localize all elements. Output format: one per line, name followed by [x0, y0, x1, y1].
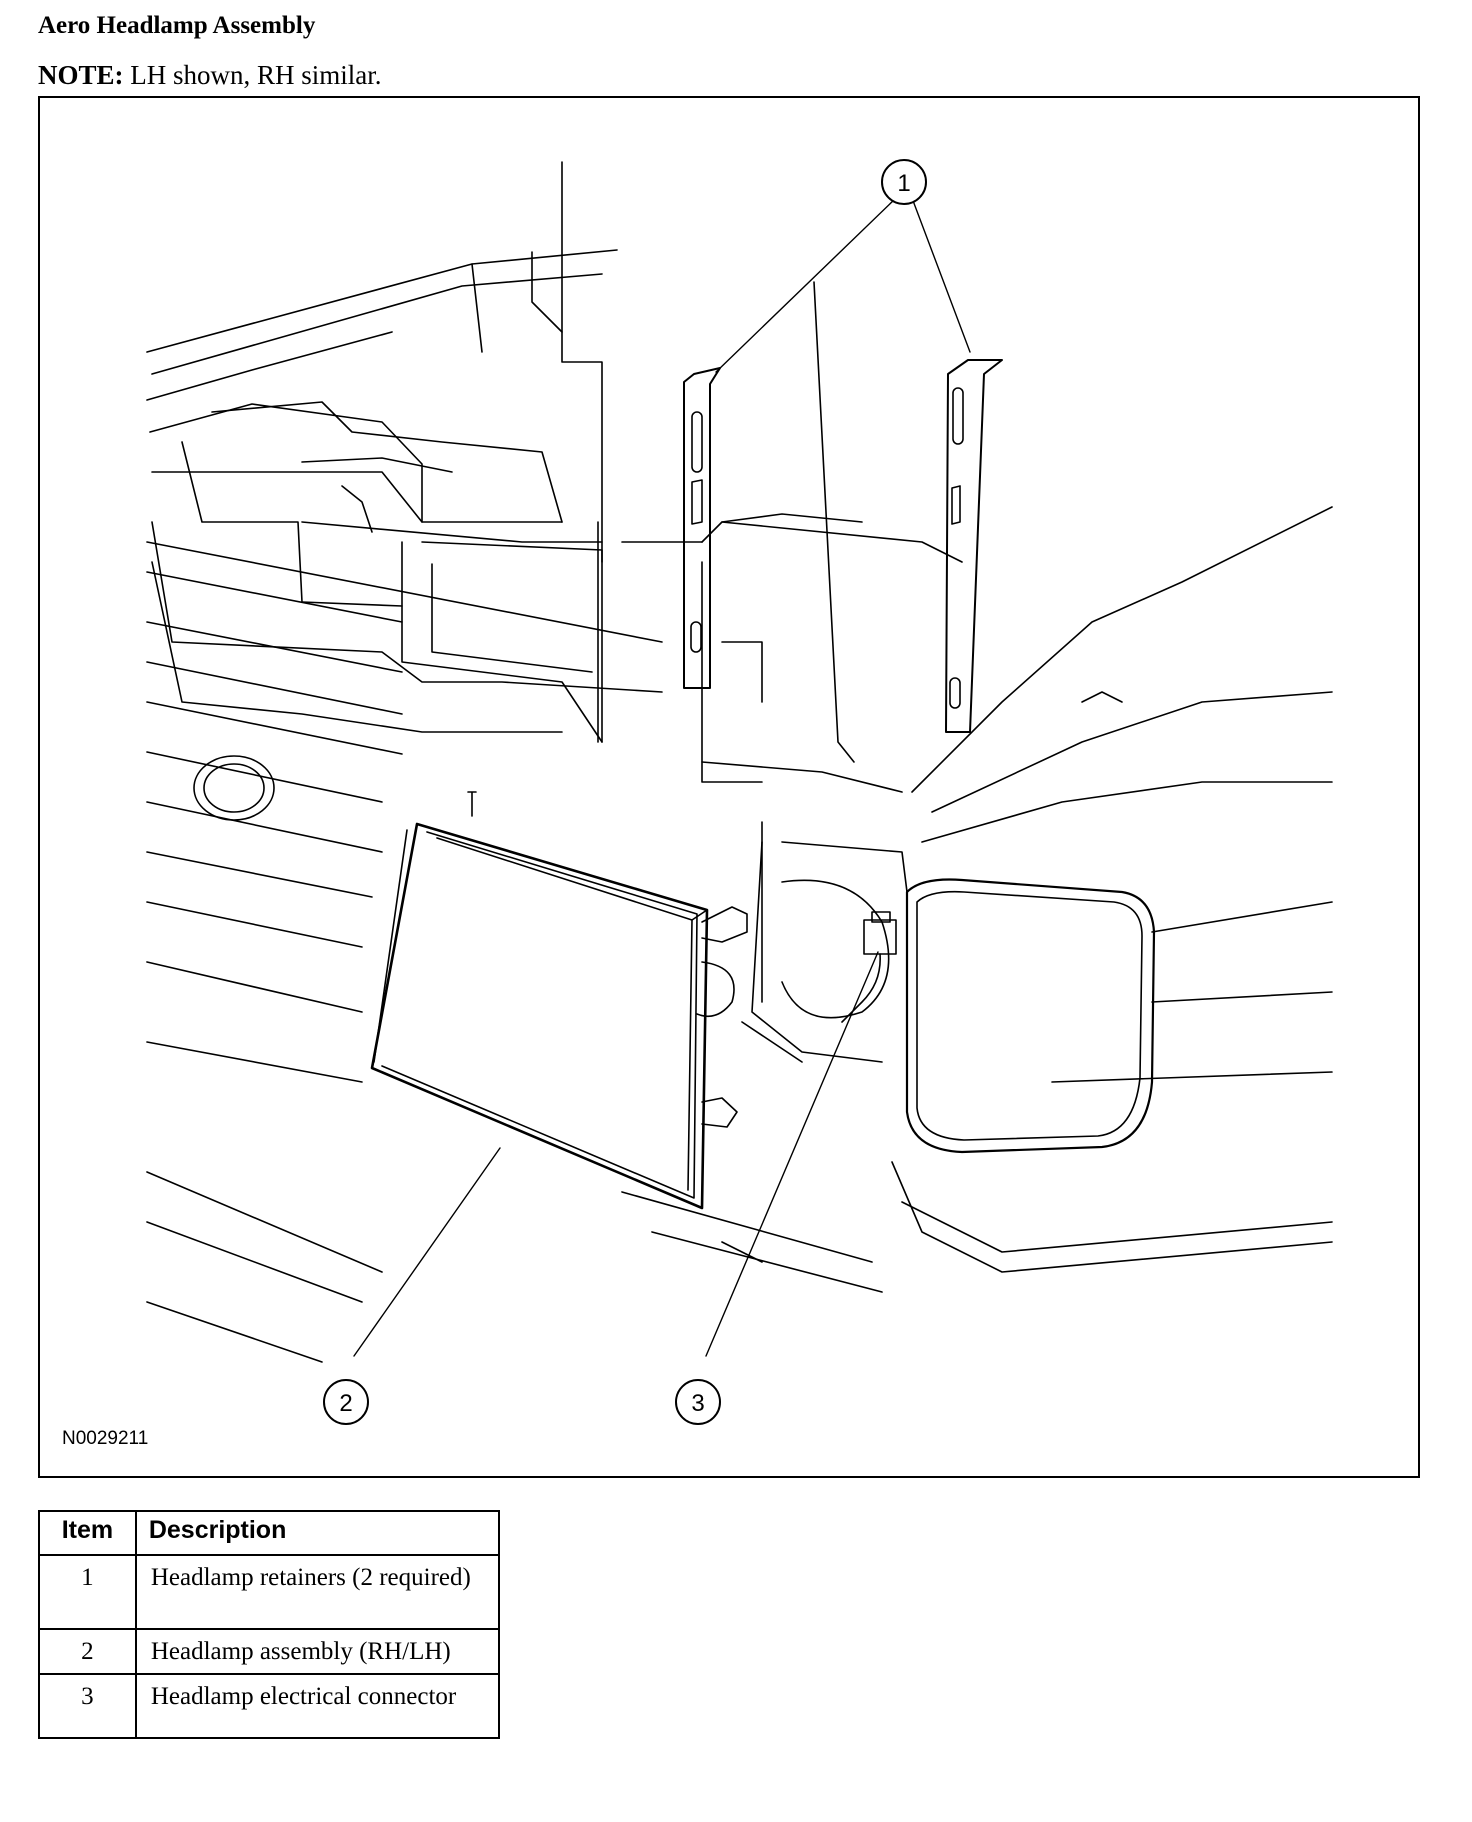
legend-item-number: 2: [38, 1627, 137, 1676]
table-row: 1 Headlamp retainers (2 required): [38, 1554, 501, 1630]
note-label: NOTE:: [38, 60, 124, 90]
headlamp-retainers: [683, 281, 1003, 763]
callout-label-2: 2: [339, 1390, 352, 1417]
table-row: 3 Headlamp electrical connector: [38, 1673, 501, 1740]
note: NOTE: LH shown, RH similar.: [38, 60, 382, 91]
headlamp-opening: [741, 821, 1156, 1154]
legend-item-number: 3: [38, 1673, 137, 1740]
callout-circle-3: [675, 1379, 721, 1425]
legend-item-number: 1: [38, 1554, 137, 1630]
grille: [146, 541, 663, 1083]
table-row: 2 Headlamp assembly (RH/LH): [38, 1627, 501, 1676]
legend-item-description: Headlamp retainers (2 required): [134, 1554, 501, 1630]
legend-header-description: Description: [134, 1510, 501, 1556]
radiator-support-lines: [146, 161, 963, 793]
bumper-lines: [146, 1171, 883, 1363]
diagram-frame: 1 2 3: [38, 96, 1420, 1478]
legend-header-row: Item Description: [38, 1510, 501, 1556]
legend-table: Item Description 1 Headlamp retainers (2…: [38, 1510, 501, 1740]
callout-circles: [323, 159, 927, 1425]
headlamp-diagram: 1 2 3: [146, 159, 1333, 1425]
electrical-connector: [841, 911, 897, 1023]
leader-lines: [353, 197, 971, 1357]
callout-label-3: 3: [691, 1390, 704, 1417]
legend-item-description: Headlamp electrical connector: [134, 1673, 501, 1740]
figure-id: N0029211: [62, 1428, 149, 1449]
callout-label-1: 1: [897, 170, 910, 197]
legend-header-item: Item: [38, 1510, 137, 1556]
note-text: LH shown, RH similar.: [130, 60, 382, 90]
headlamp-assembly: [370, 791, 748, 1210]
callout-circle-1: [881, 159, 927, 205]
legend-item-description: Headlamp assembly (RH/LH): [134, 1627, 501, 1676]
fender: [891, 506, 1333, 1273]
page-title: Aero Headlamp Assembly: [38, 12, 316, 39]
callout-circle-2: [323, 1379, 369, 1425]
